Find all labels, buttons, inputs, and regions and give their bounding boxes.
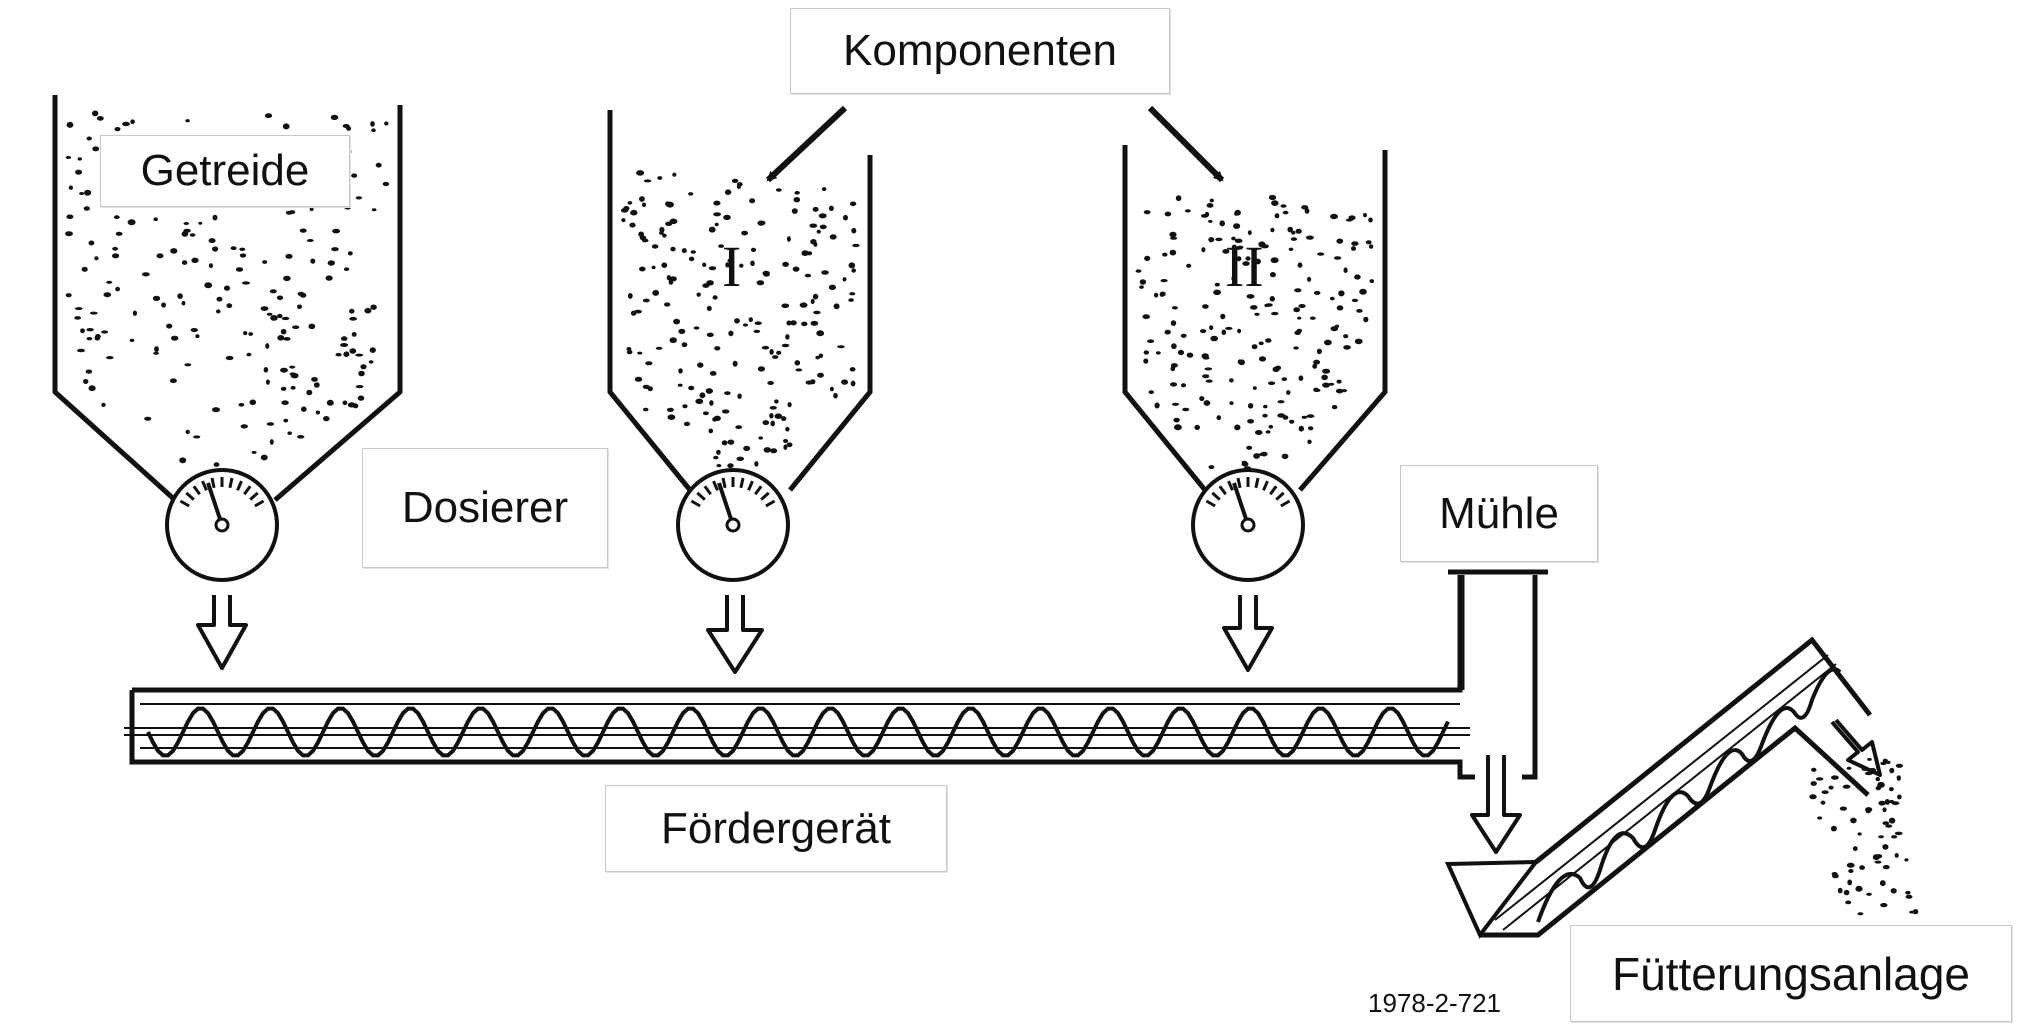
grain-fill-komponente-2 <box>1135 194 1375 470</box>
falling-feed <box>1809 757 1919 916</box>
silo-komponente-1 <box>607 110 873 492</box>
hollow-down-arrow-icon <box>1830 718 1882 777</box>
arrow-to-komponente-2 <box>1147 105 1225 183</box>
hollow-down-arrow-icon <box>1222 595 1274 672</box>
silo-komponente-2 <box>1122 145 1388 492</box>
grain-fill-komponente-1 <box>620 170 860 469</box>
arrow-to-komponente-1 <box>765 105 848 183</box>
dosing-dial-icon <box>1191 468 1305 582</box>
hollow-down-arrow-icon <box>1470 755 1522 854</box>
hollow-down-arrow-icon <box>706 595 764 674</box>
label-muehle: Mühle <box>1400 465 1598 562</box>
label-komponente-1: I <box>722 234 742 299</box>
label-foerdergeraet: Fördergerät <box>605 785 947 872</box>
dosing-dial-icon <box>676 468 790 582</box>
hollow-down-arrow-icon <box>196 595 248 670</box>
dosing-dial-icon <box>165 468 279 582</box>
label-fuetterungsanlage: Fütterungsanlage <box>1570 925 2012 1022</box>
label-komponenten: Komponenten <box>790 8 1170 94</box>
label-dosierer: Dosierer <box>362 448 608 568</box>
muehle-shaft <box>1448 569 1548 780</box>
inclined-auger <box>1444 636 1872 939</box>
label-komponente-2: II <box>1225 234 1264 299</box>
figure-code: 1978-2-721 <box>1368 988 1501 1018</box>
screw-conveyor <box>124 575 1475 780</box>
label-getreide: Getreide <box>100 135 350 207</box>
